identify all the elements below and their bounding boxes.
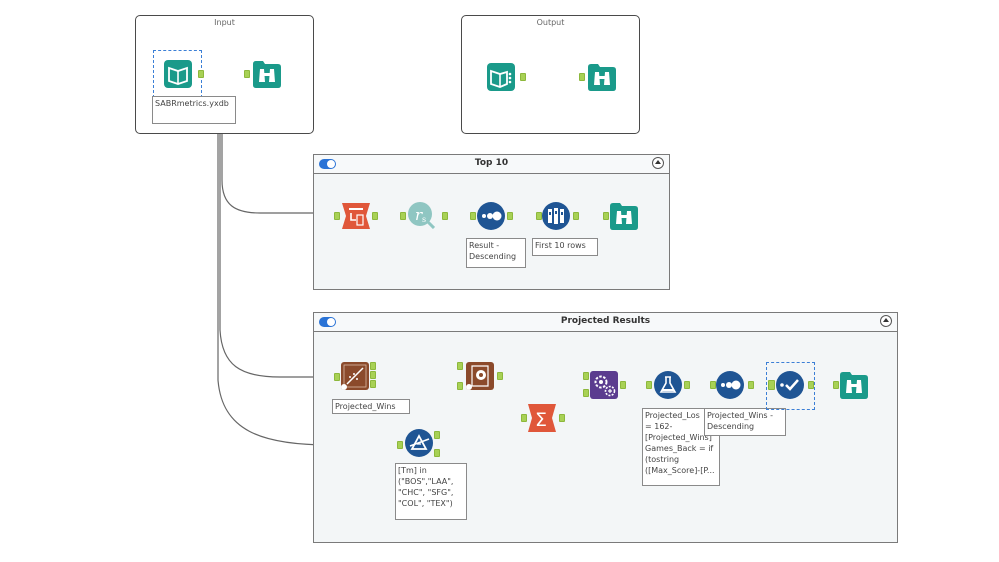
output-anchor[interactable]	[573, 212, 579, 220]
projected-browse-tool[interactable]	[840, 371, 868, 399]
sort-tool[interactable]	[716, 371, 744, 399]
output-data-tool[interactable]	[487, 63, 515, 91]
svg-text:Σ: Σ	[535, 409, 547, 431]
score-icon	[466, 362, 494, 390]
output-anchor[interactable]	[808, 381, 814, 389]
container-header: Projected Results	[314, 313, 897, 332]
output-anchor[interactable]	[372, 212, 378, 220]
sort-tool[interactable]	[477, 202, 505, 230]
svg-text:r: r	[415, 206, 423, 224]
input-anchor[interactable]	[397, 441, 403, 449]
append-fields-gears-icon	[590, 371, 618, 399]
score-tool[interactable]	[466, 362, 494, 390]
selection-highlight	[766, 362, 815, 410]
input-anchor[interactable]	[768, 380, 775, 390]
output-anchor[interactable]	[497, 372, 503, 380]
tool-annotation: First 10 rows	[532, 238, 598, 256]
sample-tool[interactable]	[542, 202, 570, 230]
input-anchor[interactable]	[646, 381, 652, 389]
output-data-book-icon	[487, 63, 515, 91]
tool-annotation: [Tm] in ("BOS","LAA", "CHC", "SFG", "COL…	[395, 463, 467, 520]
input-anchor[interactable]	[710, 381, 716, 389]
output-anchor[interactable]	[684, 381, 690, 389]
input-anchor[interactable]	[536, 212, 542, 220]
formula-flask-icon	[654, 371, 682, 399]
sort-icon	[716, 371, 744, 399]
output-anchor[interactable]	[507, 212, 513, 220]
container-title: Top 10	[474, 158, 509, 168]
container-header: Top 10	[314, 155, 669, 174]
output-anchor[interactable]	[520, 73, 526, 81]
input-anchor-d[interactable]	[457, 382, 463, 390]
output-anchor-f[interactable]	[434, 449, 440, 457]
tool-annotation: Result - Descending	[466, 238, 526, 268]
input-browse-tool[interactable]	[253, 60, 281, 88]
input-anchor[interactable]	[400, 212, 406, 220]
collapse-button[interactable]	[880, 315, 892, 327]
input-anchor[interactable]	[521, 414, 527, 422]
sort-icon	[477, 202, 505, 230]
browse-binoculars-icon	[840, 372, 868, 399]
input-anchor[interactable]	[334, 212, 340, 220]
input-anchor-m[interactable]	[457, 362, 463, 370]
input-anchor-t[interactable]	[583, 372, 589, 380]
output-anchor[interactable]	[198, 70, 204, 78]
collapse-button[interactable]	[652, 157, 664, 169]
filter-tool[interactable]	[405, 429, 433, 457]
output-anchor-r[interactable]	[370, 371, 376, 379]
tool-annotation: Projected_Wins - Descending	[704, 408, 786, 436]
container-enable-toggle[interactable]	[319, 317, 336, 327]
input-anchor[interactable]	[833, 381, 839, 389]
output-anchor-o[interactable]	[370, 362, 376, 370]
sample-icon	[542, 202, 570, 230]
input-anchor[interactable]	[579, 73, 585, 81]
browse-binoculars-icon	[588, 64, 616, 91]
top10-browse-tool[interactable]	[610, 202, 638, 230]
browse-binoculars-icon	[610, 203, 638, 230]
tool-annotation: Projected_Wins	[332, 399, 410, 414]
append-fields-tool[interactable]	[590, 371, 618, 399]
svg-text:s: s	[422, 215, 426, 224]
input-anchor[interactable]	[334, 373, 340, 381]
output-anchor-i[interactable]	[370, 380, 376, 388]
output-anchor[interactable]	[748, 381, 754, 389]
linear-regression-tool[interactable]	[341, 362, 369, 390]
container-title: Projected Results	[560, 316, 651, 326]
output-anchor-t[interactable]	[434, 431, 440, 439]
select-tool[interactable]	[776, 371, 804, 399]
tool-annotation: Projected_Los = 162- [Projected_Wins] Ga…	[642, 408, 720, 486]
output-anchor[interactable]	[559, 414, 565, 422]
input-anchor[interactable]	[244, 70, 250, 78]
output-browse-tool[interactable]	[588, 63, 616, 91]
dynamic-input-tool[interactable]	[342, 202, 370, 230]
input-anchor-s[interactable]	[583, 389, 589, 397]
output-anchor[interactable]	[442, 212, 448, 220]
select-check-icon	[776, 371, 804, 399]
input-anchor[interactable]	[470, 212, 476, 220]
output-box-title: Output	[536, 18, 565, 27]
browse-binoculars-icon	[253, 61, 281, 88]
input-data-book-icon	[164, 60, 192, 88]
output-anchor[interactable]	[620, 381, 626, 389]
container-enable-toggle[interactable]	[319, 159, 336, 169]
input-box-title: Input	[214, 18, 235, 27]
tool-annotation: SABRmetrics.yxdb	[152, 96, 236, 124]
filter-icon	[405, 429, 433, 457]
formula-tool[interactable]	[654, 371, 682, 399]
linear-regression-icon	[341, 362, 369, 390]
input-data-tool[interactable]	[164, 60, 192, 88]
input-anchor[interactable]	[603, 212, 609, 220]
summarize-tool[interactable]: Σ	[528, 404, 556, 432]
dynamic-input-icon	[342, 203, 370, 229]
summarize-sigma-icon: Σ	[528, 404, 556, 432]
